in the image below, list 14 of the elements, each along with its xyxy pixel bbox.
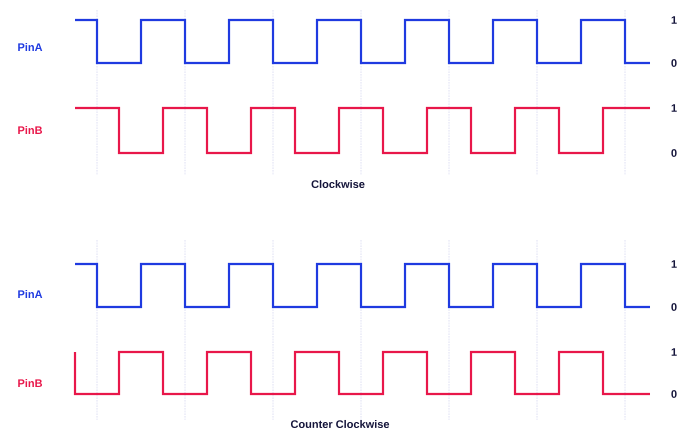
signal-name: PinA	[18, 43, 42, 51]
signal-name: PinA	[18, 290, 42, 298]
logic-level: 0	[671, 59, 677, 67]
logic-level: 0	[671, 149, 677, 157]
logic-level: 1	[672, 104, 677, 112]
signal-name: PinB	[18, 126, 42, 134]
direction-caption: Clockwise	[312, 180, 365, 188]
logic-level: 1	[672, 348, 677, 356]
logic-level: 1	[672, 260, 677, 268]
signal-name: PinB	[18, 379, 42, 387]
logic-level: 1	[672, 16, 677, 24]
direction-caption: Counter Clockwise	[290, 420, 390, 428]
logic-level: 0	[671, 390, 677, 398]
logic-level: 0	[671, 303, 677, 311]
